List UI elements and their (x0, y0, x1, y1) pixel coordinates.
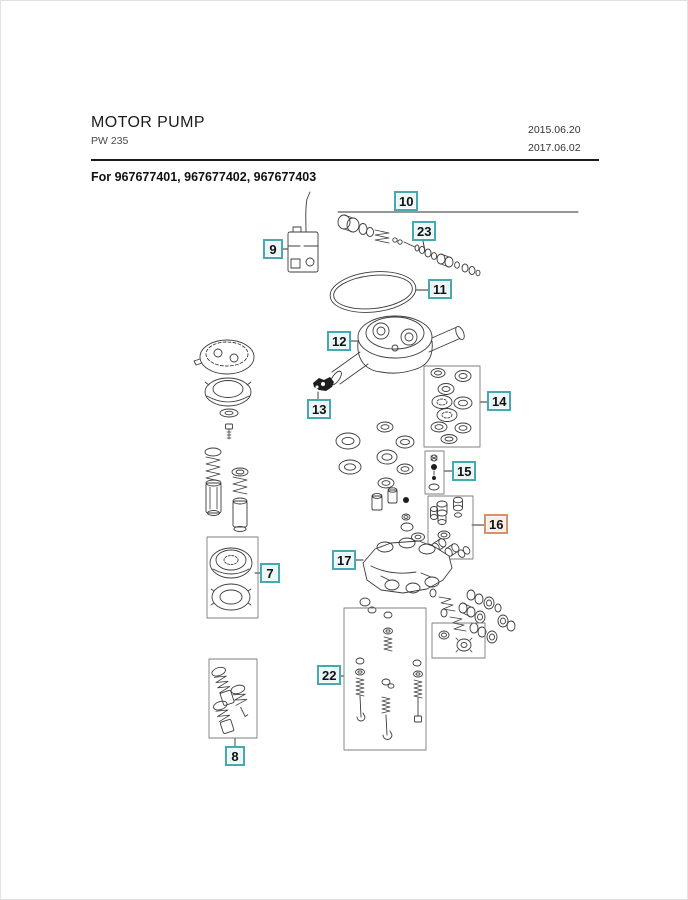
model-code: PW 235 (91, 135, 129, 147)
part-group-14 (423, 365, 481, 448)
part-9-switch (287, 191, 319, 273)
part-group-7 (206, 536, 259, 619)
part-12-manifold (330, 315, 465, 386)
part-group-16 (427, 495, 474, 560)
part-11-oring (329, 271, 417, 313)
callout-9[interactable]: 9 (263, 239, 283, 259)
date-block: 2015.06.20 2017.06.02 (528, 121, 581, 157)
callout-12[interactable]: 12 (327, 331, 352, 351)
callout-11[interactable]: 11 (428, 279, 452, 299)
part-group-22 (343, 607, 427, 751)
callout-leader-lines (234, 211, 579, 747)
page-title: MOTOR PUMP (91, 114, 205, 131)
callout-10[interactable]: 10 (394, 191, 419, 211)
part-10-valve-assembly (337, 214, 481, 277)
callout-16[interactable]: 16 (484, 514, 509, 534)
header-divider (91, 159, 599, 161)
date-revised: 2017.06.02 (528, 142, 581, 154)
part-group-15 (424, 450, 445, 495)
bearing-assembly-parts (193, 339, 255, 532)
callout-17[interactable]: 17 (332, 550, 357, 570)
callout-22[interactable]: 22 (317, 665, 342, 685)
piston-assemblies (429, 588, 516, 644)
date-created: 2015.06.20 (528, 124, 581, 136)
callout-15[interactable]: 15 (452, 461, 477, 481)
part-group-detail-box (431, 622, 486, 659)
callout-23[interactable]: 23 (412, 221, 437, 241)
part-13-valve (313, 377, 334, 391)
applies-to-text: For 967677401, 967677402, 967677403 (91, 170, 317, 184)
callout-14[interactable]: 14 (487, 391, 512, 411)
callout-8[interactable]: 8 (225, 746, 245, 766)
callout-7[interactable]: 7 (260, 563, 280, 583)
callout-13[interactable]: 13 (307, 399, 332, 419)
part-group-8 (208, 658, 258, 739)
pump-seal-cascade (335, 421, 451, 542)
part-17-pump-body (359, 537, 453, 614)
